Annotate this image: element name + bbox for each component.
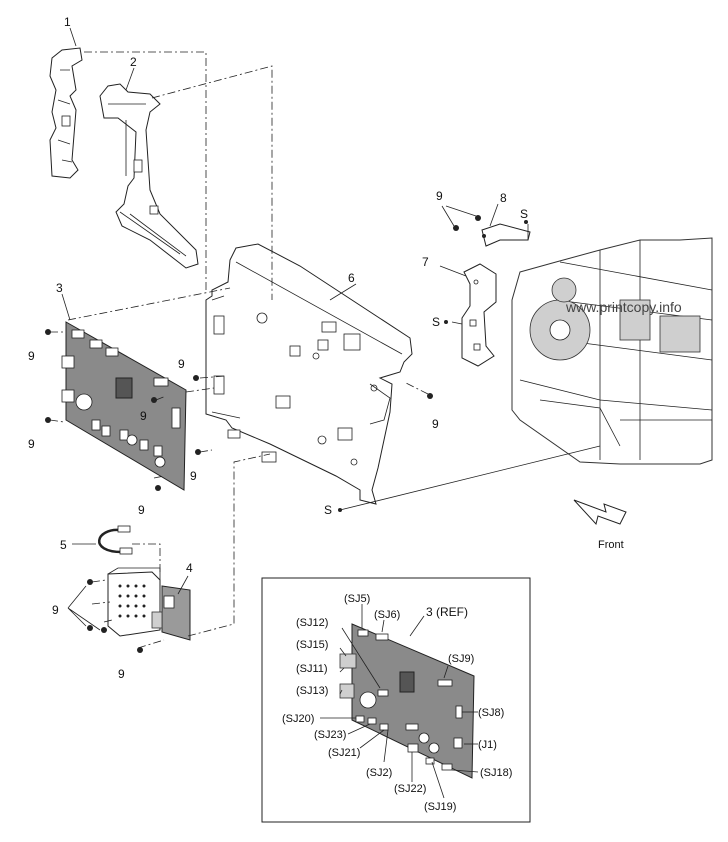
screw-icon: [524, 220, 528, 224]
callout-9: 9: [118, 667, 125, 681]
connector-sj22: (SJ22): [394, 783, 426, 795]
connector-sj19: (SJ19): [424, 801, 456, 813]
screw-icon: [101, 627, 107, 633]
connector-sj11: (SJ11): [296, 663, 328, 675]
callout-3: 3: [56, 281, 63, 295]
part-1-bracket: [49, 47, 83, 179]
connector-sj2: (SJ2): [366, 767, 392, 779]
callout-9: 9: [28, 437, 35, 451]
screw-icon: [475, 215, 481, 221]
leader-lines: [61, 27, 499, 631]
connector-sj12: (SJ12): [296, 617, 328, 629]
callout-s-bracket: S: [520, 207, 528, 221]
part-4-power-unit: [107, 567, 191, 641]
connector-sj9: (SJ9): [448, 653, 474, 665]
part-7-bracket: [461, 263, 497, 367]
connector-sj18: (SJ18): [480, 767, 512, 779]
callout-5: 5: [60, 538, 67, 552]
screw-icon: [87, 579, 93, 585]
callout-labels: 1 2 3 4 5 6 7 8 S S S 9 9 9 9 9 9 9 9 9 …: [28, 15, 528, 681]
connector-sj8: (SJ8): [478, 707, 504, 719]
connector-sj13: (SJ13): [296, 685, 328, 697]
callout-s-plate: S: [432, 315, 440, 329]
connector-sj21: (SJ21): [328, 747, 360, 759]
connector-sj20: (SJ20): [282, 713, 314, 725]
part-2-bracket: [99, 83, 199, 269]
connector-sj23: (SJ23): [314, 729, 346, 741]
screw-icons: [45, 215, 528, 653]
screw-icon: [338, 508, 342, 512]
connector-inset: 3 (REF) (SJ5) (SJ6) (SJ12) (SJ15) (SJ11)…: [261, 577, 531, 823]
callout-9: 9: [190, 469, 197, 483]
callout-4: 4: [186, 561, 193, 575]
callout-9: 9: [138, 503, 145, 517]
screw-icon: [45, 329, 51, 335]
connector-sj6: (SJ6): [374, 609, 400, 621]
part-8-bracket: [481, 223, 531, 247]
inset-ref-label: 3 (REF): [426, 605, 468, 619]
connector-sj15: (SJ15): [296, 639, 328, 651]
screw-icon: [137, 647, 143, 653]
screw-icon: [155, 485, 161, 491]
assembly-lines: [49, 51, 601, 649]
callout-6: 6: [348, 271, 355, 285]
screw-icon: [193, 375, 199, 381]
watermark: www.printcopy.info: [565, 299, 682, 315]
part-6-plate: [205, 243, 413, 505]
callout-s-frame: S: [324, 503, 332, 517]
screw-icon: [444, 320, 448, 324]
connector-sj5: (SJ5): [344, 593, 370, 605]
callout-9: 9: [140, 409, 147, 423]
callout-1: 1: [64, 15, 71, 29]
screw-icon: [45, 417, 51, 423]
screw-icon: [87, 625, 93, 631]
callout-9: 9: [28, 349, 35, 363]
callout-8: 8: [500, 191, 507, 205]
callout-9: 9: [178, 357, 185, 371]
screw-icon: [151, 397, 157, 403]
connector-j1: (J1): [478, 739, 497, 751]
callout-9: 9: [436, 189, 443, 203]
front-arrow-icon: Front: [573, 499, 627, 551]
front-label: Front: [598, 539, 624, 551]
screw-icon: [427, 393, 433, 399]
screw-icon: [195, 449, 201, 455]
callout-9: 9: [432, 417, 439, 431]
screw-icon: [453, 225, 459, 231]
callout-7: 7: [422, 255, 429, 269]
callout-9: 9: [52, 603, 59, 617]
part-3-main-board: [61, 321, 187, 491]
printer-frame: [511, 237, 713, 465]
callout-2: 2: [130, 55, 137, 69]
part-5-cable: [98, 525, 161, 574]
